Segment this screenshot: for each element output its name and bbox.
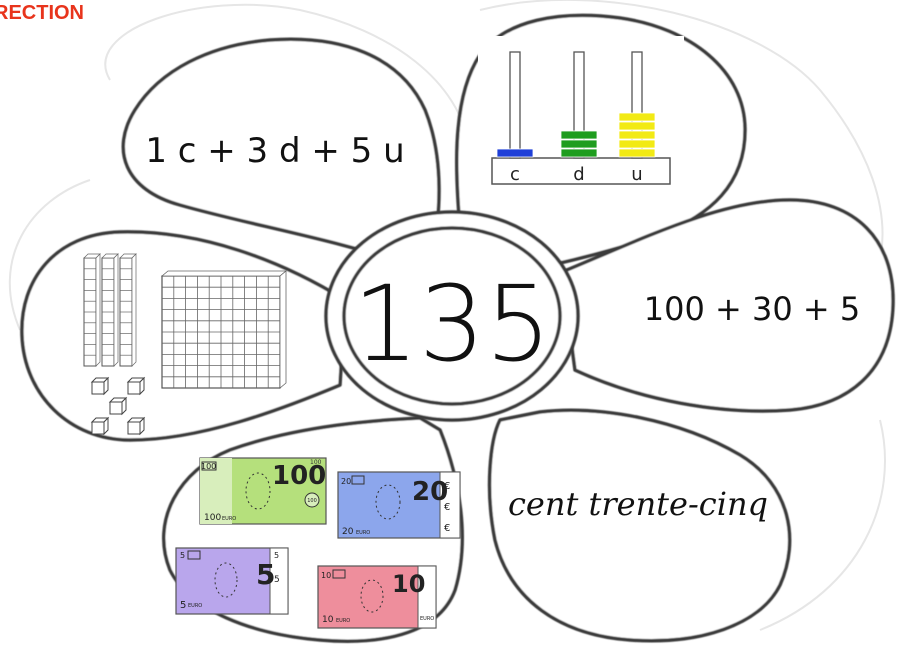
decomposition-sum-text: 100 + 30 + 5 (644, 290, 860, 328)
note-5-tag: EURO (188, 603, 202, 609)
note-20-value: 20 (412, 477, 448, 507)
abacus-label-c: c (510, 164, 520, 185)
abacus-bead-tens (561, 149, 597, 157)
note-5-side: 5 (274, 575, 280, 585)
abacus-bead-units (619, 140, 655, 148)
abacus: c d u (478, 36, 684, 196)
note-10-bottom: 10 (322, 615, 334, 625)
note-5-small: 5 (274, 551, 279, 560)
center-number: 135 (353, 263, 552, 385)
note-100-corner: 100 (201, 462, 216, 471)
abacus-bead-tens (561, 131, 597, 139)
note-20-bottom: 20 (342, 527, 354, 537)
number-in-words-text: cent trente-cinq (508, 485, 768, 523)
note-5: 5 5 5 5 5 EURO (176, 548, 288, 614)
abacus-bead-units (619, 122, 655, 130)
unit-cube (128, 422, 140, 434)
abacus-bead-tens (561, 140, 597, 148)
note-100: 100 100 100 100 100 EURO (200, 458, 326, 524)
abacus-bead-units (619, 131, 655, 139)
abacus-bead-units (619, 113, 655, 121)
note-20-tag: EURO (356, 530, 370, 536)
note-100-bottom: 100 (204, 513, 221, 523)
note-20-euro-2: € (444, 502, 450, 513)
abacus-label-d: d (573, 164, 584, 185)
abacus-bead-units (619, 149, 655, 157)
unit-cube (92, 382, 104, 394)
note-20-corner: 20 (341, 477, 351, 486)
note-10-tag-side: EURO (420, 616, 434, 622)
unit-cube (110, 402, 122, 414)
unit-cube (128, 382, 140, 394)
note-10-value: 10 (392, 570, 425, 598)
note-100-seal: 100 (307, 498, 317, 504)
note-100-value: 100 (272, 461, 326, 491)
note-10-tag: EURO (336, 618, 350, 624)
abacus-rod-hundreds (510, 52, 520, 158)
note-10: 10 10 10 EURO EURO (318, 566, 436, 628)
note-5-corner: 5 (180, 551, 185, 560)
abacus-label-u: u (631, 164, 642, 185)
note-20: 20 20 € € € 20 EURO (338, 472, 460, 538)
petal-bottom-right (490, 410, 790, 640)
unit-cube (92, 422, 104, 434)
note-100-tag: EURO (222, 516, 236, 522)
note-5-bottom: 5 (180, 600, 186, 611)
note-10-corner: 10 (321, 571, 331, 580)
note-20-euro-1: € (444, 481, 450, 492)
abacus-bead-hundreds (497, 149, 533, 157)
decomposition-cdu-text: 1 c + 3 d + 5 u (145, 131, 404, 171)
note-20-euro-3: € (444, 523, 450, 534)
note-5-value: 5 (256, 558, 275, 591)
